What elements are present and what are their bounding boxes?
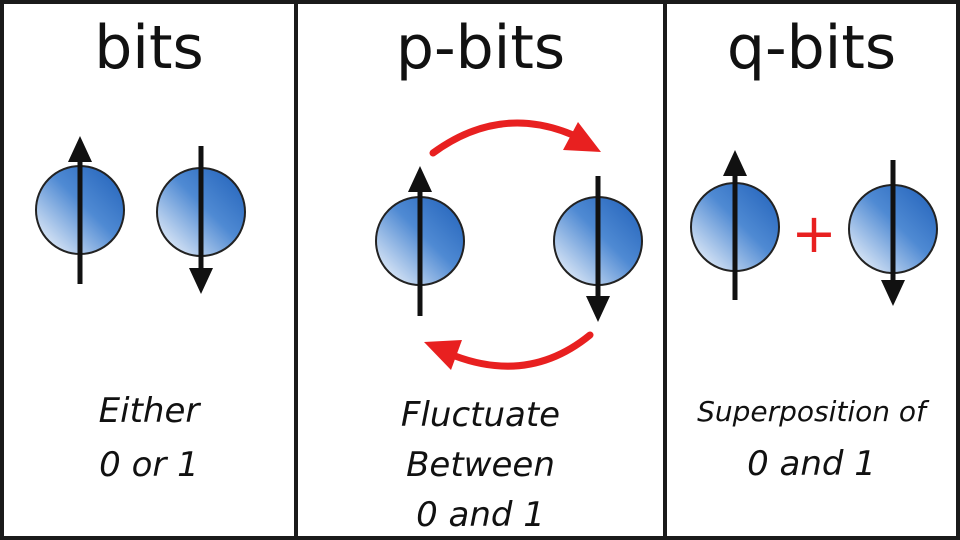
fluctuation-arrow-bottom	[424, 331, 594, 370]
qbits-caption: Superposition of 0 and 1	[667, 386, 956, 490]
bits-caption-line-1: Either	[98, 391, 200, 431]
pbits-caption: Fluctuate Between 0 and 1	[298, 390, 663, 540]
pbits-spin-up	[375, 166, 465, 316]
arrow-head-down-icon	[189, 268, 213, 294]
arrow-head-up-icon	[723, 150, 747, 176]
bits-title: bits	[94, 13, 204, 83]
pbits-spin-down	[553, 176, 643, 322]
pbits-caption-line-2: Between	[406, 445, 555, 485]
bits-caption: Either 0 or 1	[4, 384, 294, 492]
pbits-caption-line-1: Fluctuate	[400, 395, 561, 435]
panel-divider-1	[294, 0, 298, 540]
fluctuation-arrow-icon	[451, 331, 594, 370]
bits-spin-down	[156, 146, 246, 294]
qbits-caption-line-2: 0 and 1	[747, 444, 876, 484]
qbits-spin-down	[848, 160, 938, 306]
qbits-caption-line-1: Superposition of	[697, 395, 926, 428]
pbits-caption-line-3: 0 and 1	[416, 495, 545, 535]
fluctuation-arrow-top	[429, 119, 601, 157]
panel-divider-2	[663, 0, 667, 540]
plus-icon: +	[791, 202, 836, 265]
arrow-head-up-icon	[68, 136, 92, 162]
qbits-title: q-bits	[726, 13, 897, 83]
qbits-spin-up	[690, 150, 780, 300]
pbits-title: p-bits	[395, 13, 566, 83]
bits-spin-up	[35, 136, 125, 284]
bits-caption-line-2: 0 or 1	[99, 445, 199, 485]
arrow-head-right-icon	[563, 122, 601, 152]
arrow-head-up-icon	[408, 166, 432, 192]
arrow-head-down-icon	[586, 296, 610, 322]
arrow-head-down-icon	[881, 280, 905, 306]
fluctuation-arrow-icon	[429, 119, 577, 157]
arrow-head-left-icon	[424, 340, 462, 370]
